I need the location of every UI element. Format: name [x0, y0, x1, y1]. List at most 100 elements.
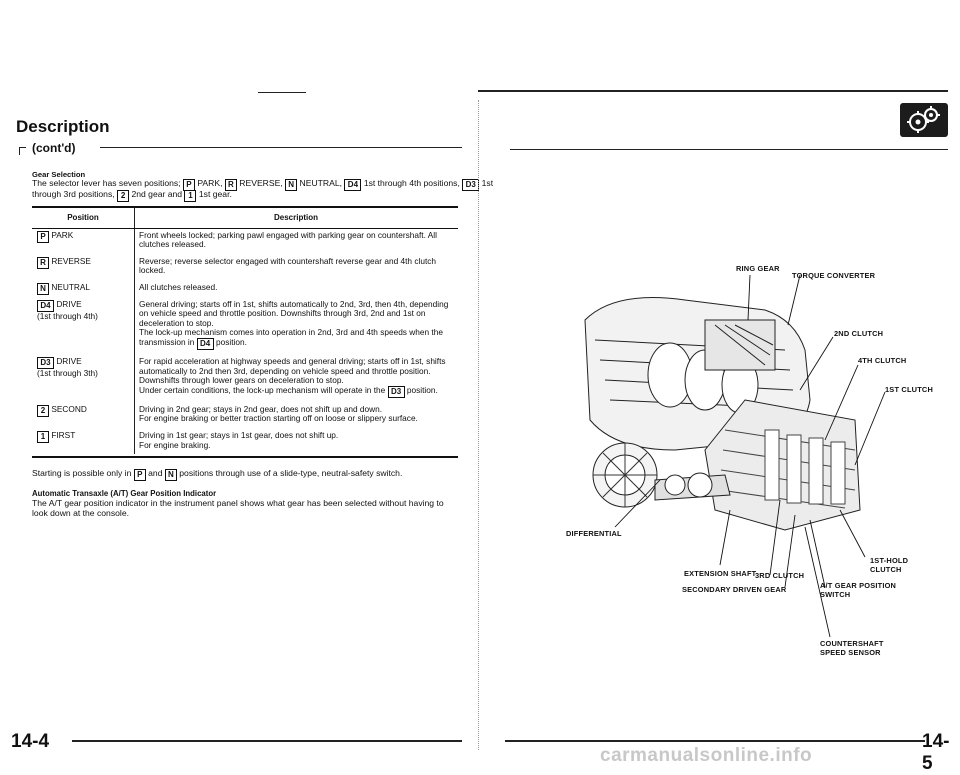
description-text: Driving in 1st gear; stays in 1st gear, … [139, 429, 339, 440]
position-table-frame [32, 206, 458, 458]
position-label: SECOND [51, 403, 87, 414]
key-2-icon: 2 [37, 404, 49, 417]
key-p-icon: P [37, 230, 49, 243]
bottom-rule-left [72, 740, 462, 742]
gear-selection-line1-text: The selector lever has seven positions; [32, 178, 181, 188]
position-sublabel: (1st through 4th) [37, 310, 98, 321]
position-label: FIRST [51, 429, 76, 440]
label-at-switch-line2: SWITCH [820, 589, 851, 599]
label-at-gear-position-switch: A/T GEAR POSITION SWITCH [820, 581, 897, 599]
label-4th-clutch: 4TH CLUTCH [858, 356, 907, 365]
description-cell: Driving in 2nd gear; stays in 2nd gear, … [134, 403, 458, 429]
label-secondary-driven-gear: SECONDARY DRIVEN GEAR [682, 585, 787, 594]
description-text-2: Under certain conditions, the lock-up me… [139, 384, 386, 395]
label-countershaft-line1: COUNTERSHAFT [820, 639, 884, 648]
description-cell: Driving in 1st gear; stays in 1st gear, … [134, 429, 458, 452]
key-n-icon: N [37, 282, 49, 295]
gear-line2-a: through 3rd positions, [32, 189, 115, 199]
starting-note-a: Starting is possible only in [32, 468, 132, 478]
label-3rd-clutch: 3RD CLUTCH [755, 571, 805, 580]
description-cell: General driving; starts off in 1st, shif… [134, 298, 458, 355]
key-2-icon: 2 [117, 190, 130, 202]
table-row: 2 SECOND Driving in 2nd gear; stays in 2… [32, 403, 458, 429]
starting-note: Starting is possible only in P and N pos… [32, 468, 402, 481]
table-row: P PARK Front wheels locked; parking pawl… [32, 228, 458, 255]
gear-selection-line2: through 3rd positions, 2 2nd gear and 1 … [32, 189, 232, 202]
bottom-rule-right [505, 740, 925, 742]
label-differential: DIFFERENTIAL [566, 529, 622, 538]
transmission-icon [900, 103, 948, 137]
leader-lines [614, 274, 886, 638]
watermark: carmanualsonline.info [600, 745, 813, 766]
description-cell: Reverse; reverse selector engaged with c… [139, 255, 437, 276]
label-1st-hold-clutch: 1ST-HOLD CLUTCH [870, 556, 909, 574]
table-column-divider [134, 208, 135, 454]
binding-gutter [478, 100, 487, 750]
page-title: Description [16, 117, 110, 136]
indicator-heading: Automatic Transaxle (A/T) Gear Position … [32, 489, 217, 498]
position-table: Position Description P PARK Front wheels… [32, 208, 458, 452]
position-label: NEUTRAL [51, 281, 91, 292]
label-1st-hold-line2: CLUTCH [870, 564, 902, 574]
table-row: N NEUTRAL All clutches released. [32, 281, 458, 298]
subtitle-tick [19, 147, 20, 155]
position-label: REVERSE [51, 255, 91, 266]
table-row: D4 DRIVE(1st through 4th) General drivin… [32, 298, 458, 355]
col-header-description: Description [134, 208, 458, 229]
description-text-2: For engine braking or better traction st… [139, 413, 418, 424]
col-header-position: Position [32, 208, 134, 229]
gear-line2-b: 2nd gear and [131, 189, 183, 199]
gear-park-text: PARK, [197, 178, 223, 188]
key-d3-icon: D3 [387, 385, 405, 398]
description-text-3: position. [406, 384, 438, 395]
indicator-text: The A/T gear position indicator in the i… [32, 498, 444, 518]
transmission-illustration [584, 297, 861, 531]
key-n-icon: N [164, 469, 177, 481]
description-text: For rapid acceleration at highway speeds… [139, 355, 446, 386]
gear-selection-line1: The selector lever has seven positions; … [32, 178, 493, 191]
position-label: PARK [51, 229, 74, 240]
key-d3-icon: D3 [462, 179, 480, 191]
starting-note-b: and [148, 468, 163, 478]
label-1st-clutch: 1ST CLUTCH [885, 385, 933, 394]
label-ring-gear: RING GEAR [736, 264, 780, 273]
description-text-2: For engine braking. [139, 439, 211, 450]
gear-line2-c: 1st gear. [198, 189, 232, 199]
description-text-2: The lock-up mechanism comes into operati… [139, 327, 443, 347]
position-sublabel: (1st through 3th) [37, 367, 98, 378]
page-number-right: 14-5 [922, 731, 950, 774]
description-cell: For rapid acceleration at highway speeds… [134, 355, 458, 403]
gear-reverse-text: REVERSE, [239, 178, 283, 188]
label-1st-hold-line1: 1ST-HOLD [870, 556, 909, 565]
label-countershaft-line2: SPEED SENSOR [820, 647, 881, 657]
description-text-3: position. [215, 336, 247, 347]
gear-neutral-text: NEUTRAL, [299, 178, 343, 188]
table-row: 1 FIRST Driving in 1st gear; stays in 1s… [32, 429, 458, 452]
label-at-switch-line1: A/T GEAR POSITION [820, 581, 897, 590]
position-label: DRIVE [56, 355, 82, 366]
description-cell: All clutches released. [139, 281, 218, 292]
label-countershaft-speed-sensor: COUNTERSHAFT SPEED SENSOR [820, 639, 884, 657]
table-row: D3 DRIVE(1st through 3th) For rapid acce… [32, 355, 458, 403]
top-rule-left [258, 92, 306, 93]
key-p-icon: P [133, 469, 146, 481]
gear-d4-text: 1st through 4th positions, [363, 178, 460, 188]
key-r-icon: R [37, 256, 49, 269]
position-label: DRIVE [56, 298, 82, 309]
subtitle-rule [100, 147, 462, 148]
top-rule-right [478, 90, 948, 92]
key-1-icon: 1 [37, 430, 49, 443]
table-row: R REVERSE Reverse; reverse selector enga… [32, 255, 458, 281]
description-text: Driving in 2nd gear; stays in 2nd gear, … [139, 403, 383, 414]
label-torque-converter: TORQUE CONVERTER [792, 271, 876, 280]
label-2nd-clutch: 2ND CLUTCH [834, 329, 884, 338]
label-extension-shaft: EXTENSION SHAFT [684, 569, 757, 578]
key-d4-icon: D4 [196, 337, 214, 350]
page-number-left: 14-4 [11, 731, 50, 752]
gear-selection-heading: Gear Selection [32, 170, 86, 179]
description-cell: Front wheels locked; parking pawl engage… [139, 229, 437, 250]
gear-d3-text: 1st [481, 178, 494, 188]
right-header-rule [510, 149, 948, 150]
description-text: General driving; starts off in 1st, shif… [139, 298, 449, 328]
key-d4-icon: D4 [344, 179, 362, 191]
